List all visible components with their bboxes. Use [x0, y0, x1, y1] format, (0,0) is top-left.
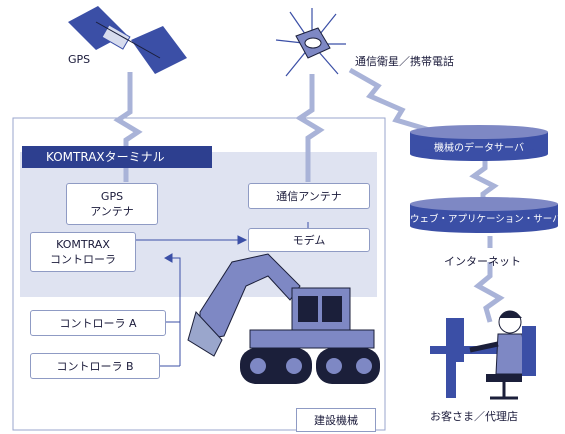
gps-label: GPS — [68, 53, 91, 66]
comm-satellite-icon — [275, 8, 346, 77]
satellite-server-zigzag — [348, 67, 437, 135]
machine-data-server-cylinder — [410, 125, 548, 161]
controller-b-box: コントローラ B — [30, 353, 160, 379]
machine-data-server-label: 機械のデータサーバ — [434, 143, 524, 154]
comm-antenna-box: 通信アンテナ — [248, 183, 370, 209]
excavator-icon — [187, 253, 380, 384]
komtrax-terminal-title-bar: KOMTRAXターミナル — [22, 146, 212, 168]
comm-signal-zigzag — [295, 74, 325, 182]
server-link-zigzag — [469, 158, 499, 202]
web-app-server-cylinder — [410, 197, 558, 233]
komtrax-terminal-label: KOMTRAXターミナル — [46, 150, 165, 164]
web-app-server-label: ウェブ・アプリケーション・サーバ — [410, 214, 562, 225]
customer-dealer-label: お客さま／代理店 — [430, 410, 518, 423]
gps-antenna-box: GPS アンテナ — [66, 183, 158, 225]
satellite-phone-label: 通信衛星／携帯電話 — [355, 55, 454, 68]
construction-machine-box: 建設機械 — [296, 408, 376, 432]
komtrax-controller-box: KOMTRAX コントローラ — [30, 232, 136, 272]
controller-a-box: コントローラ A — [30, 310, 166, 336]
internet-label: インターネット — [444, 255, 521, 268]
person-at-computer-icon — [430, 310, 536, 400]
internet-zigzag — [473, 262, 505, 323]
modem-box: モデム — [248, 228, 370, 252]
gps-satellite-icon — [68, 6, 187, 74]
